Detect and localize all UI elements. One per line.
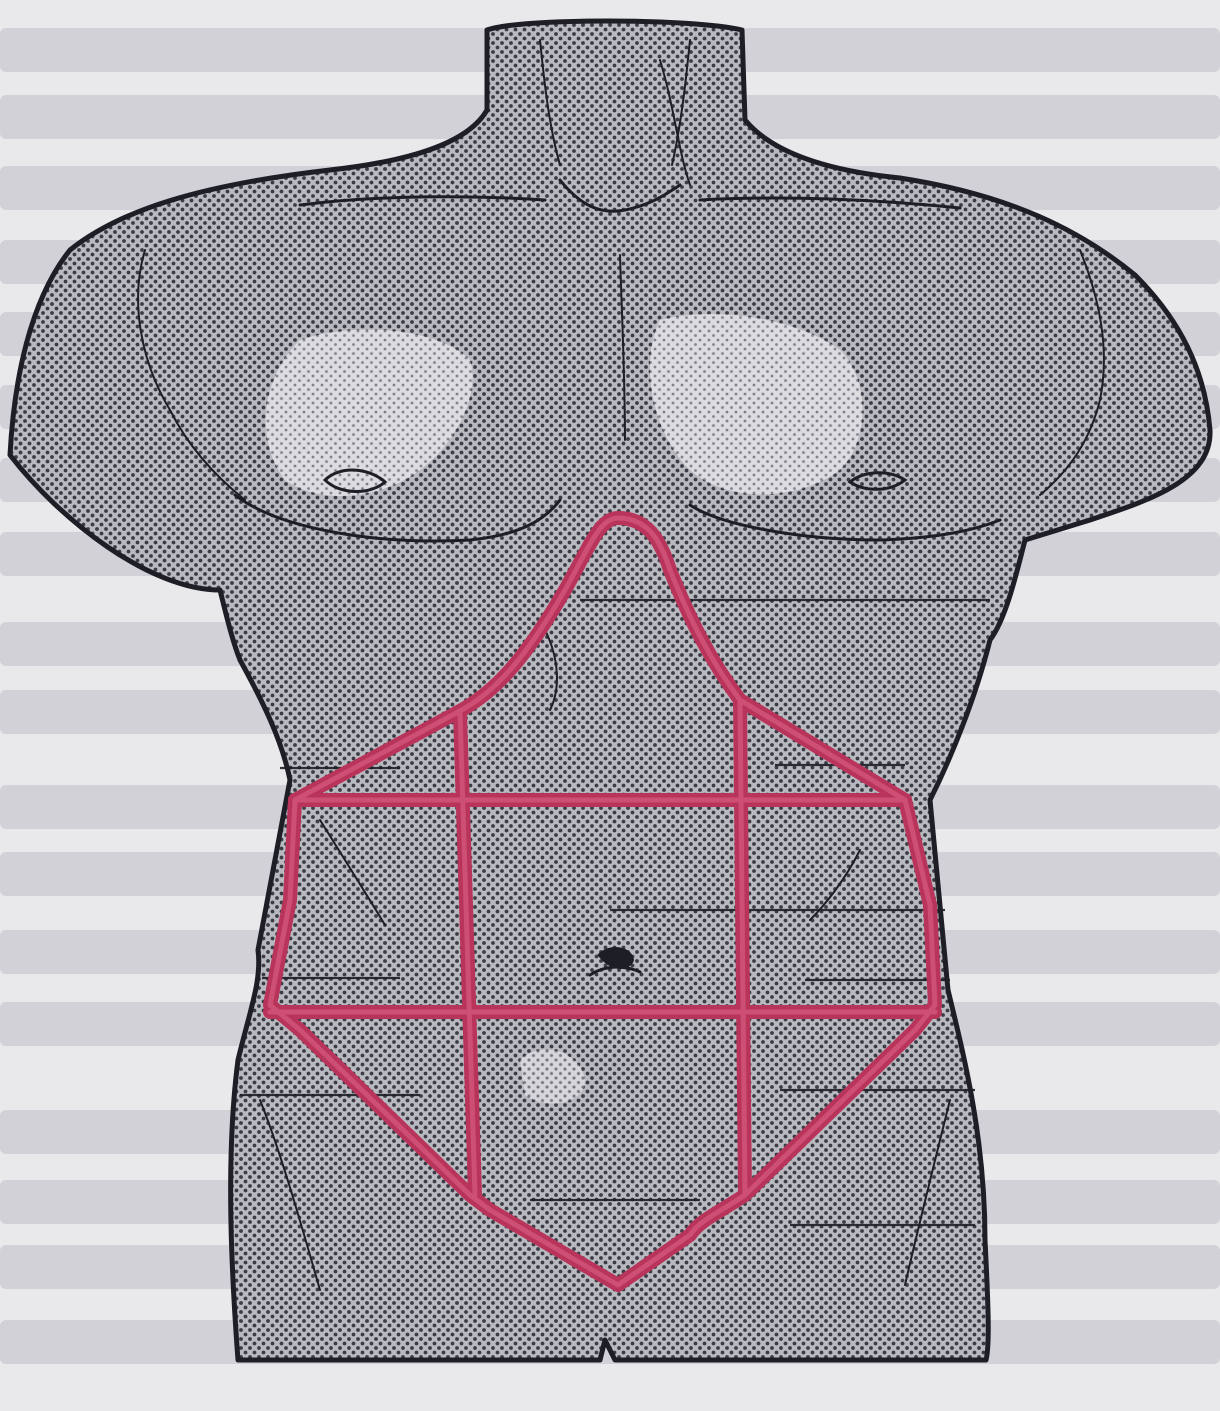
anatomy-figure — [0, 0, 1220, 1411]
